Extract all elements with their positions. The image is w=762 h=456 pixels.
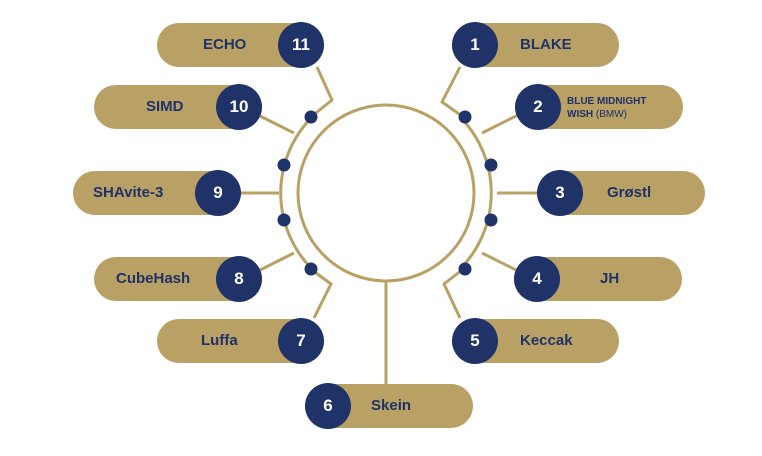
connector-jh bbox=[481, 251, 519, 273]
arc-dot bbox=[484, 213, 498, 227]
node-label-suffix: (BMW) bbox=[595, 109, 627, 120]
node-blake: 1 BLAKE bbox=[452, 22, 619, 68]
node-bmw: 2 BLUE MIDNIGHT WISH (BMW) bbox=[515, 84, 683, 130]
node-label: Luffa bbox=[201, 332, 238, 349]
node-label: BLUE MIDNIGHT WISH (BMW) bbox=[567, 95, 646, 121]
arc-dot bbox=[277, 213, 291, 227]
node-luffa: 7 Luffa bbox=[157, 318, 324, 364]
badge-number: 2 bbox=[515, 84, 561, 130]
node-cubehash: 8 CubeHash bbox=[94, 256, 262, 302]
outer-arc-left bbox=[279, 115, 314, 271]
node-label: JH bbox=[600, 270, 620, 287]
connector-bmw bbox=[481, 113, 519, 135]
node-label-line1: BLUE MIDNIGHT bbox=[567, 96, 647, 107]
node-echo: 11 ECHO bbox=[157, 22, 324, 68]
badge-number: 11 bbox=[278, 22, 324, 68]
badge-number: 5 bbox=[452, 318, 498, 364]
central-circle bbox=[296, 103, 476, 283]
connector-cubehash bbox=[257, 251, 295, 273]
badge-number: 4 bbox=[514, 256, 560, 302]
badge-number: 10 bbox=[216, 84, 262, 130]
outer-arc-right bbox=[458, 115, 493, 271]
arc-dot bbox=[304, 262, 318, 276]
arc-dot bbox=[277, 158, 291, 172]
node-label: Grøstl bbox=[607, 184, 652, 201]
connector-echo bbox=[311, 66, 334, 118]
badge-number: 6 bbox=[305, 383, 351, 429]
connector-luffa bbox=[311, 268, 333, 319]
badge-number: 8 bbox=[216, 256, 262, 302]
node-label: CubeHash bbox=[116, 270, 191, 287]
badge-number: 7 bbox=[278, 318, 324, 364]
node-label: SHAvite-3 bbox=[93, 184, 164, 201]
arc-dot bbox=[304, 110, 318, 124]
arc-dot bbox=[484, 158, 498, 172]
node-label: SIMD bbox=[146, 98, 184, 115]
node-label: Keccak bbox=[520, 332, 573, 349]
node-keccak: 5 Keccak bbox=[452, 318, 619, 364]
connector-blake bbox=[440, 66, 463, 118]
node-label: Skein bbox=[371, 397, 412, 414]
arc-dot bbox=[458, 110, 472, 124]
node-shavite3: 9 SHAvite-3 bbox=[73, 170, 241, 216]
badge-number: 3 bbox=[537, 170, 583, 216]
node-label: BLAKE bbox=[520, 36, 572, 53]
node-simd: 10 SIMD bbox=[94, 84, 262, 130]
node-skein: 6 Skein bbox=[305, 383, 473, 429]
connector-simd bbox=[257, 113, 295, 135]
node-jh: 4 JH bbox=[514, 256, 682, 302]
node-label-line2: WISH bbox=[567, 109, 594, 120]
node-label: ECHO bbox=[203, 36, 247, 53]
connector-keccak bbox=[442, 268, 463, 319]
badge-number: 1 bbox=[452, 22, 498, 68]
arc-dot bbox=[458, 262, 472, 276]
node-grostl: 3 Grøstl bbox=[537, 170, 705, 216]
badge-number: 9 bbox=[195, 170, 241, 216]
